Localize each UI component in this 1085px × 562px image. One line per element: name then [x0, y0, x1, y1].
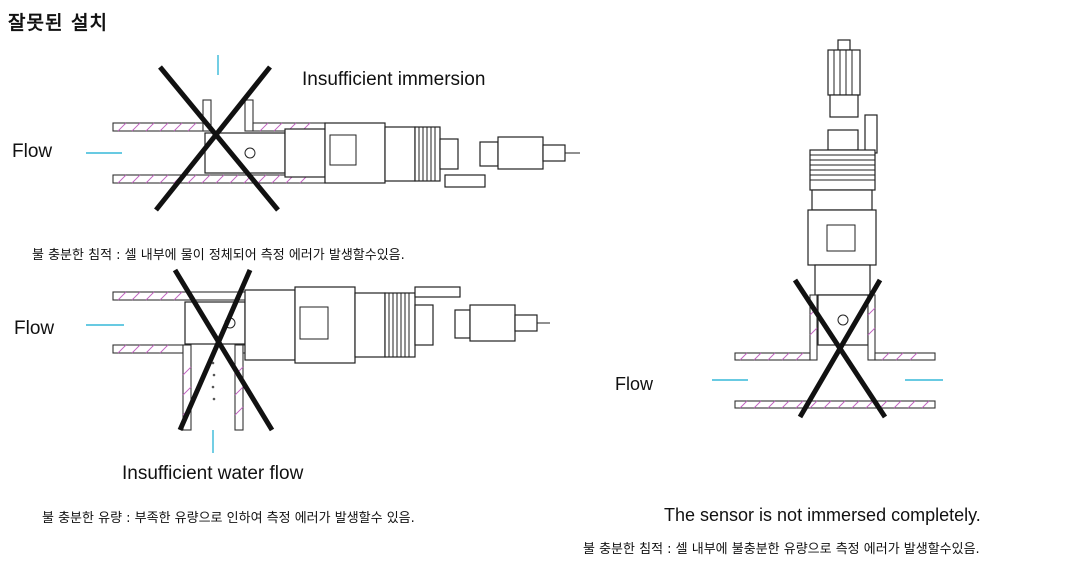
sensor-port	[837, 314, 849, 326]
caption-ko-3: 불 충분한 침적 : 셀 내부에 불충분한 유량으로 측정 에러가 발생할수있음…	[583, 542, 980, 557]
sensor-clip	[414, 286, 461, 298]
thread-lines	[810, 154, 875, 181]
caption-ko-2: 불 충분한 유량 : 부족한 유량으로 인하여 측정 에러가 발생할수 있음.	[42, 511, 415, 526]
plug-nut	[454, 309, 471, 339]
diagram-insufficient-immersion	[86, 55, 580, 212]
water-drops	[211, 361, 216, 401]
sensor-neck	[354, 292, 386, 358]
sensor-collar	[284, 128, 326, 178]
cross-stroke-b	[797, 278, 883, 419]
diagram-insufficient-water-flow	[86, 268, 550, 453]
sensor-body	[807, 209, 877, 266]
sensor-clip	[864, 114, 878, 154]
sensor-cell	[817, 294, 869, 346]
sensor-connector	[827, 129, 859, 151]
plug-nut	[479, 141, 499, 167]
diagram-sensor-not-immersed	[712, 39, 943, 419]
sensor-window	[329, 134, 357, 166]
insufficient-water-flow-label: Insufficient water flow	[122, 463, 304, 484]
sensor-body	[324, 122, 386, 184]
pipe-riser-right	[867, 294, 876, 361]
sensor-collar	[244, 289, 296, 361]
sensor-collar	[814, 264, 871, 296]
plug-grip-lines	[833, 50, 853, 95]
plug-tip	[542, 144, 566, 162]
sensor-body	[294, 286, 356, 364]
sensor-connector	[414, 304, 434, 346]
thread-lines	[388, 293, 410, 357]
plug-tip	[514, 314, 538, 332]
plug-body	[827, 49, 861, 96]
plug-body	[469, 304, 516, 342]
cross-stroke-a	[158, 65, 280, 212]
plug-body	[497, 136, 544, 170]
cross-stroke-b	[154, 65, 272, 212]
pipe-riser-left	[809, 294, 818, 361]
flow-label-2: Flow	[14, 318, 55, 339]
plug-nut	[829, 94, 859, 118]
thread-lines	[418, 127, 436, 181]
plug-tip	[837, 39, 851, 51]
page-title: 잘못된 설치	[8, 12, 109, 34]
cross-stroke-a	[172, 268, 275, 432]
flow-label-3: Flow	[615, 374, 654, 394]
cross-stroke-b	[177, 268, 253, 432]
pipe-wall-top-right	[874, 352, 936, 361]
sensor-neck	[811, 189, 873, 211]
sensor-port	[244, 147, 256, 159]
sensor-clip	[444, 174, 486, 188]
pipe-riser-right	[244, 99, 254, 132]
sensor-window	[826, 224, 856, 252]
sensor-window	[299, 306, 329, 340]
caption-en-3: The sensor is not immersed completely.	[664, 505, 981, 525]
insufficient-immersion-label: Insufficient immersion	[302, 69, 486, 90]
sensor-thread	[384, 292, 416, 358]
flow-label-1: Flow	[12, 141, 53, 162]
pipe-drop-right	[234, 344, 244, 431]
pipe-wall-bottom	[734, 400, 936, 409]
caption-ko-1: 불 충분한 침적 : 셀 내부에 물이 정체되어 측정 에러가 발생할수있음.	[32, 248, 405, 263]
sensor-connector	[439, 138, 459, 170]
sensor-neck	[384, 126, 416, 182]
pipe-wall-bottom-left	[112, 344, 184, 354]
